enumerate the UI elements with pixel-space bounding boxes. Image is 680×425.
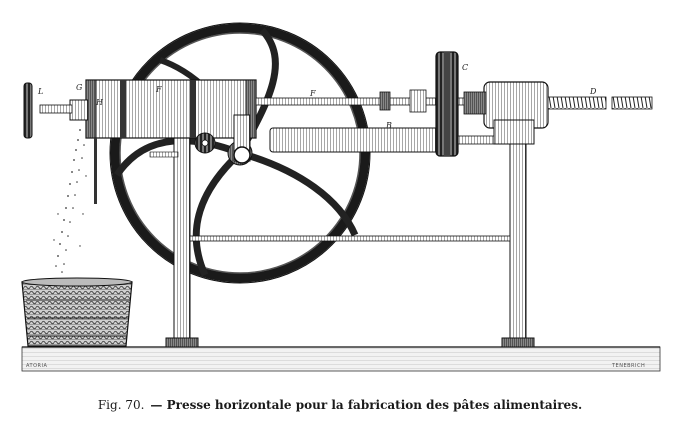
frame-right-leg	[501, 119, 535, 348]
ground	[21, 346, 661, 372]
die-head	[23, 82, 89, 139]
figure-caption: Fig. 70. — Presse horizontale pour la fab…	[0, 398, 680, 412]
label-f-left: F	[155, 85, 162, 94]
label-b: B	[385, 121, 392, 130]
caption-title: — Presse horizontale pour la fabrication…	[150, 398, 583, 412]
gear-c	[435, 51, 459, 157]
part-labels: L G H F F C B D	[37, 63, 597, 130]
right-housing	[463, 81, 549, 145]
drive-gear	[149, 114, 251, 164]
pasta-stream	[53, 129, 89, 273]
cross-bar	[189, 235, 511, 242]
signature-left: ATORIA	[26, 363, 47, 369]
press-cylinder	[85, 79, 257, 139]
basket	[21, 277, 133, 347]
label-f-shaft: F	[309, 89, 316, 98]
caption-fig-number: Fig. 70.	[97, 398, 145, 412]
die-rod	[94, 138, 97, 204]
label-g: G	[76, 83, 83, 92]
label-c: C	[462, 63, 468, 72]
shaft-collar	[379, 89, 427, 113]
screw-d	[547, 96, 653, 110]
label-h: H	[95, 98, 104, 107]
shaft-b	[269, 127, 501, 153]
signature-right: TENEBRICH	[611, 363, 645, 369]
label-l: L	[37, 87, 43, 96]
label-d: D	[589, 87, 597, 96]
